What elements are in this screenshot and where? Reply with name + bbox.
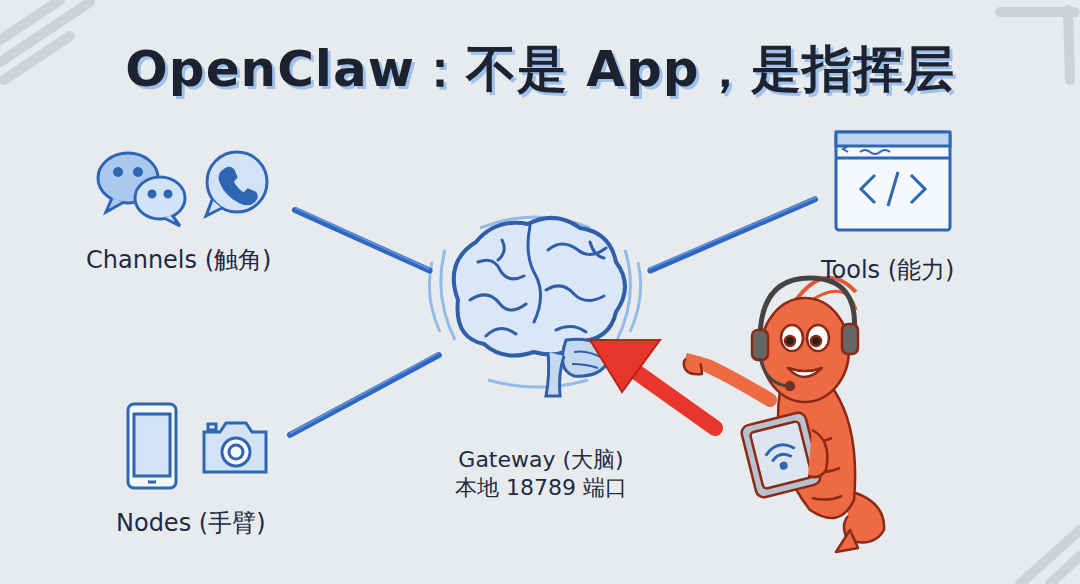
node-label: Tools (能力) — [821, 255, 954, 286]
node-label: Nodes (手臂) — [116, 508, 266, 539]
pointer-arrow — [590, 340, 715, 428]
node-label: Channels (触角) — [86, 245, 271, 276]
tool-group: Tools (能力) — [815, 125, 995, 290]
node-label: Gateway (大脑) — [458, 446, 623, 475]
lobster-mascot — [684, 278, 884, 552]
connector-line — [295, 208, 430, 270]
node-group: Nodes (手臂) — [110, 395, 290, 543]
title: OpenClaw：不是 App，是指挥层 — [0, 36, 1080, 103]
connector-line — [290, 353, 439, 435]
channel-group: Channels (触角) — [80, 140, 295, 280]
node-label: 本地 18789 端口 — [455, 474, 627, 503]
gateway-hub: Gateway (大脑)本地 18789 端口 — [425, 215, 655, 507]
device-icons — [128, 404, 266, 488]
chat-icons — [98, 152, 267, 226]
connector-line — [649, 197, 816, 270]
browser-icon — [836, 132, 950, 230]
